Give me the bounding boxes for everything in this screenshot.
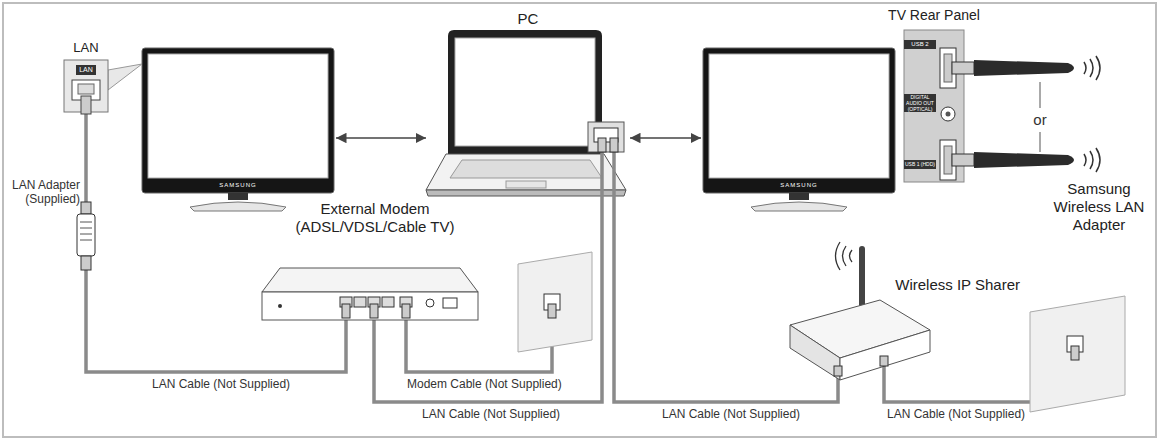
data-flow-arrow xyxy=(336,137,426,139)
wall-socket xyxy=(518,252,592,352)
modem: External Modem (ADSL/VDSL/Cable TV) xyxy=(268,200,482,330)
frame xyxy=(3,3,1156,437)
lan-port-callout xyxy=(64,60,142,114)
port-tag: USB 1 (HDD) xyxy=(904,160,936,169)
cable-label: LAN Cable (Not Supplied) xyxy=(885,407,1027,421)
router: Wireless IP Sharer xyxy=(786,232,1022,392)
tv: SAMSUNG xyxy=(140,48,336,193)
cable-label: LAN Cable (Not Supplied) xyxy=(150,377,292,391)
pc: PC xyxy=(426,10,630,202)
cable-label: LAN Cable (Not Supplied) xyxy=(660,407,802,421)
port-tag: DIGITAL AUDIO OUT (OPTICAL) xyxy=(904,94,936,112)
tv: SAMSUNG xyxy=(701,48,897,193)
part-label: LAN Adapter (Supplied) xyxy=(6,178,80,206)
panel-heading: TV Rear Panel xyxy=(874,6,994,24)
or-label: or xyxy=(1030,111,1050,129)
device-label: Wireless IP Sharer xyxy=(895,276,1020,294)
brand-logo: SAMSUNG xyxy=(701,182,897,189)
port-tag: LAN xyxy=(76,65,96,75)
brand-logo: SAMSUNG xyxy=(140,182,336,189)
modem-illustration xyxy=(262,268,552,372)
cable-label: Modem Cable (Not Supplied) xyxy=(405,377,564,391)
rear-panel: TV Rear PanelUSB 2 DIGITAL AUDIO OUT (OPT… xyxy=(874,6,994,184)
device-label: External Modem (ADSL/VDSL/Cable TV) xyxy=(286,200,464,236)
wireless-lan-adapter xyxy=(952,56,1100,80)
port-heading: LAN xyxy=(50,40,122,56)
device-label: PC xyxy=(426,10,630,28)
laptop-illustration xyxy=(426,30,626,196)
port-callout: LANLAN xyxy=(64,60,108,112)
wall-socket xyxy=(1030,296,1125,412)
cable-label: LAN Cable (Not Supplied) xyxy=(420,407,562,421)
lan-cable xyxy=(614,202,838,402)
lan-adapter xyxy=(77,202,95,270)
laptop-port-callout xyxy=(588,122,624,202)
part-label: Samsung Wireless LAN Adapter xyxy=(1045,180,1153,234)
wireless-lan-adapter xyxy=(952,148,1100,172)
port-tag: USB 2 xyxy=(904,40,936,49)
data-flow-arrow xyxy=(630,137,701,139)
